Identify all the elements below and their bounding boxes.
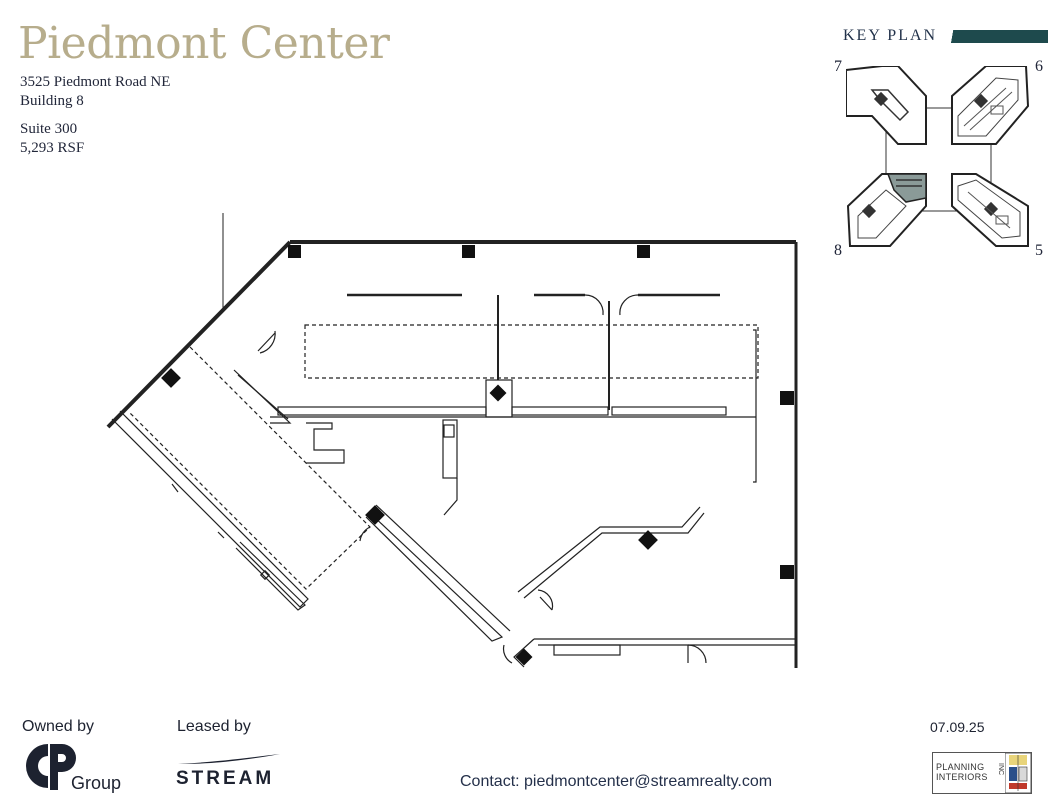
door-swing [584, 294, 604, 316]
dashed-corridor-zone [304, 324, 759, 379]
stream-logo-text: STREAM [176, 768, 275, 789]
column [780, 391, 794, 405]
column [365, 505, 385, 525]
key-plan-building-5-label: 5 [1035, 242, 1043, 259]
cp-logo-mark [26, 744, 76, 790]
building-6-footprint [951, 66, 1030, 145]
suite-floor-plan [106, 213, 798, 668]
planning-interiors-logo: PLANNING INTERIORS INC [932, 752, 1032, 794]
dashed-circulation-zone [129, 346, 371, 590]
page-title: Piedmont Center [18, 18, 390, 69]
owner-logo-text: Group [71, 773, 122, 793]
plan-date: 07.09.25 [930, 719, 985, 735]
column [161, 368, 181, 388]
suite-highlight [886, 173, 927, 203]
stream-wave-icon [178, 754, 280, 764]
key-plan-building-8-label: 8 [834, 242, 842, 259]
column [288, 245, 301, 258]
column [780, 565, 794, 579]
suite-label: Suite 300 [20, 121, 78, 137]
key-plan-building-6-label: 6 [1035, 58, 1043, 75]
building-5-footprint [951, 173, 1029, 247]
contact-email[interactable]: Contact: piedmontcenter@streamrealty.com [460, 773, 773, 790]
southwest-curtain-wall [111, 410, 309, 608]
area-label: 5,293 RSF [20, 140, 85, 156]
owner-logo: Group [22, 740, 132, 796]
column [489, 384, 507, 402]
architect-logo-line-1: PLANNING [936, 762, 985, 772]
key-plan-label: KEY PLAN [843, 27, 938, 44]
architect-logo-suffix: INC [997, 763, 1004, 776]
architect-logo-line-2: INTERIORS [936, 772, 988, 782]
door-swing [619, 294, 639, 316]
architect-logo-graphic [1005, 753, 1031, 793]
column [515, 648, 533, 666]
building-8-footprint [846, 173, 927, 247]
key-plan-accent-bar [942, 30, 1048, 43]
building-label: Building 8 [20, 93, 84, 109]
stream-logo: STREAM [176, 752, 286, 792]
key-plan-building-7-label: 7 [834, 58, 842, 75]
address-line-1: 3525 Piedmont Road NE [20, 74, 171, 90]
column [462, 245, 475, 258]
building-7-footprint [846, 66, 927, 145]
northwest-exterior-wall [106, 240, 292, 429]
column [637, 245, 650, 258]
owned-by-label: Owned by [22, 718, 95, 735]
key-plan-diagram [846, 66, 1030, 247]
leased-by-label: Leased by [177, 718, 251, 735]
